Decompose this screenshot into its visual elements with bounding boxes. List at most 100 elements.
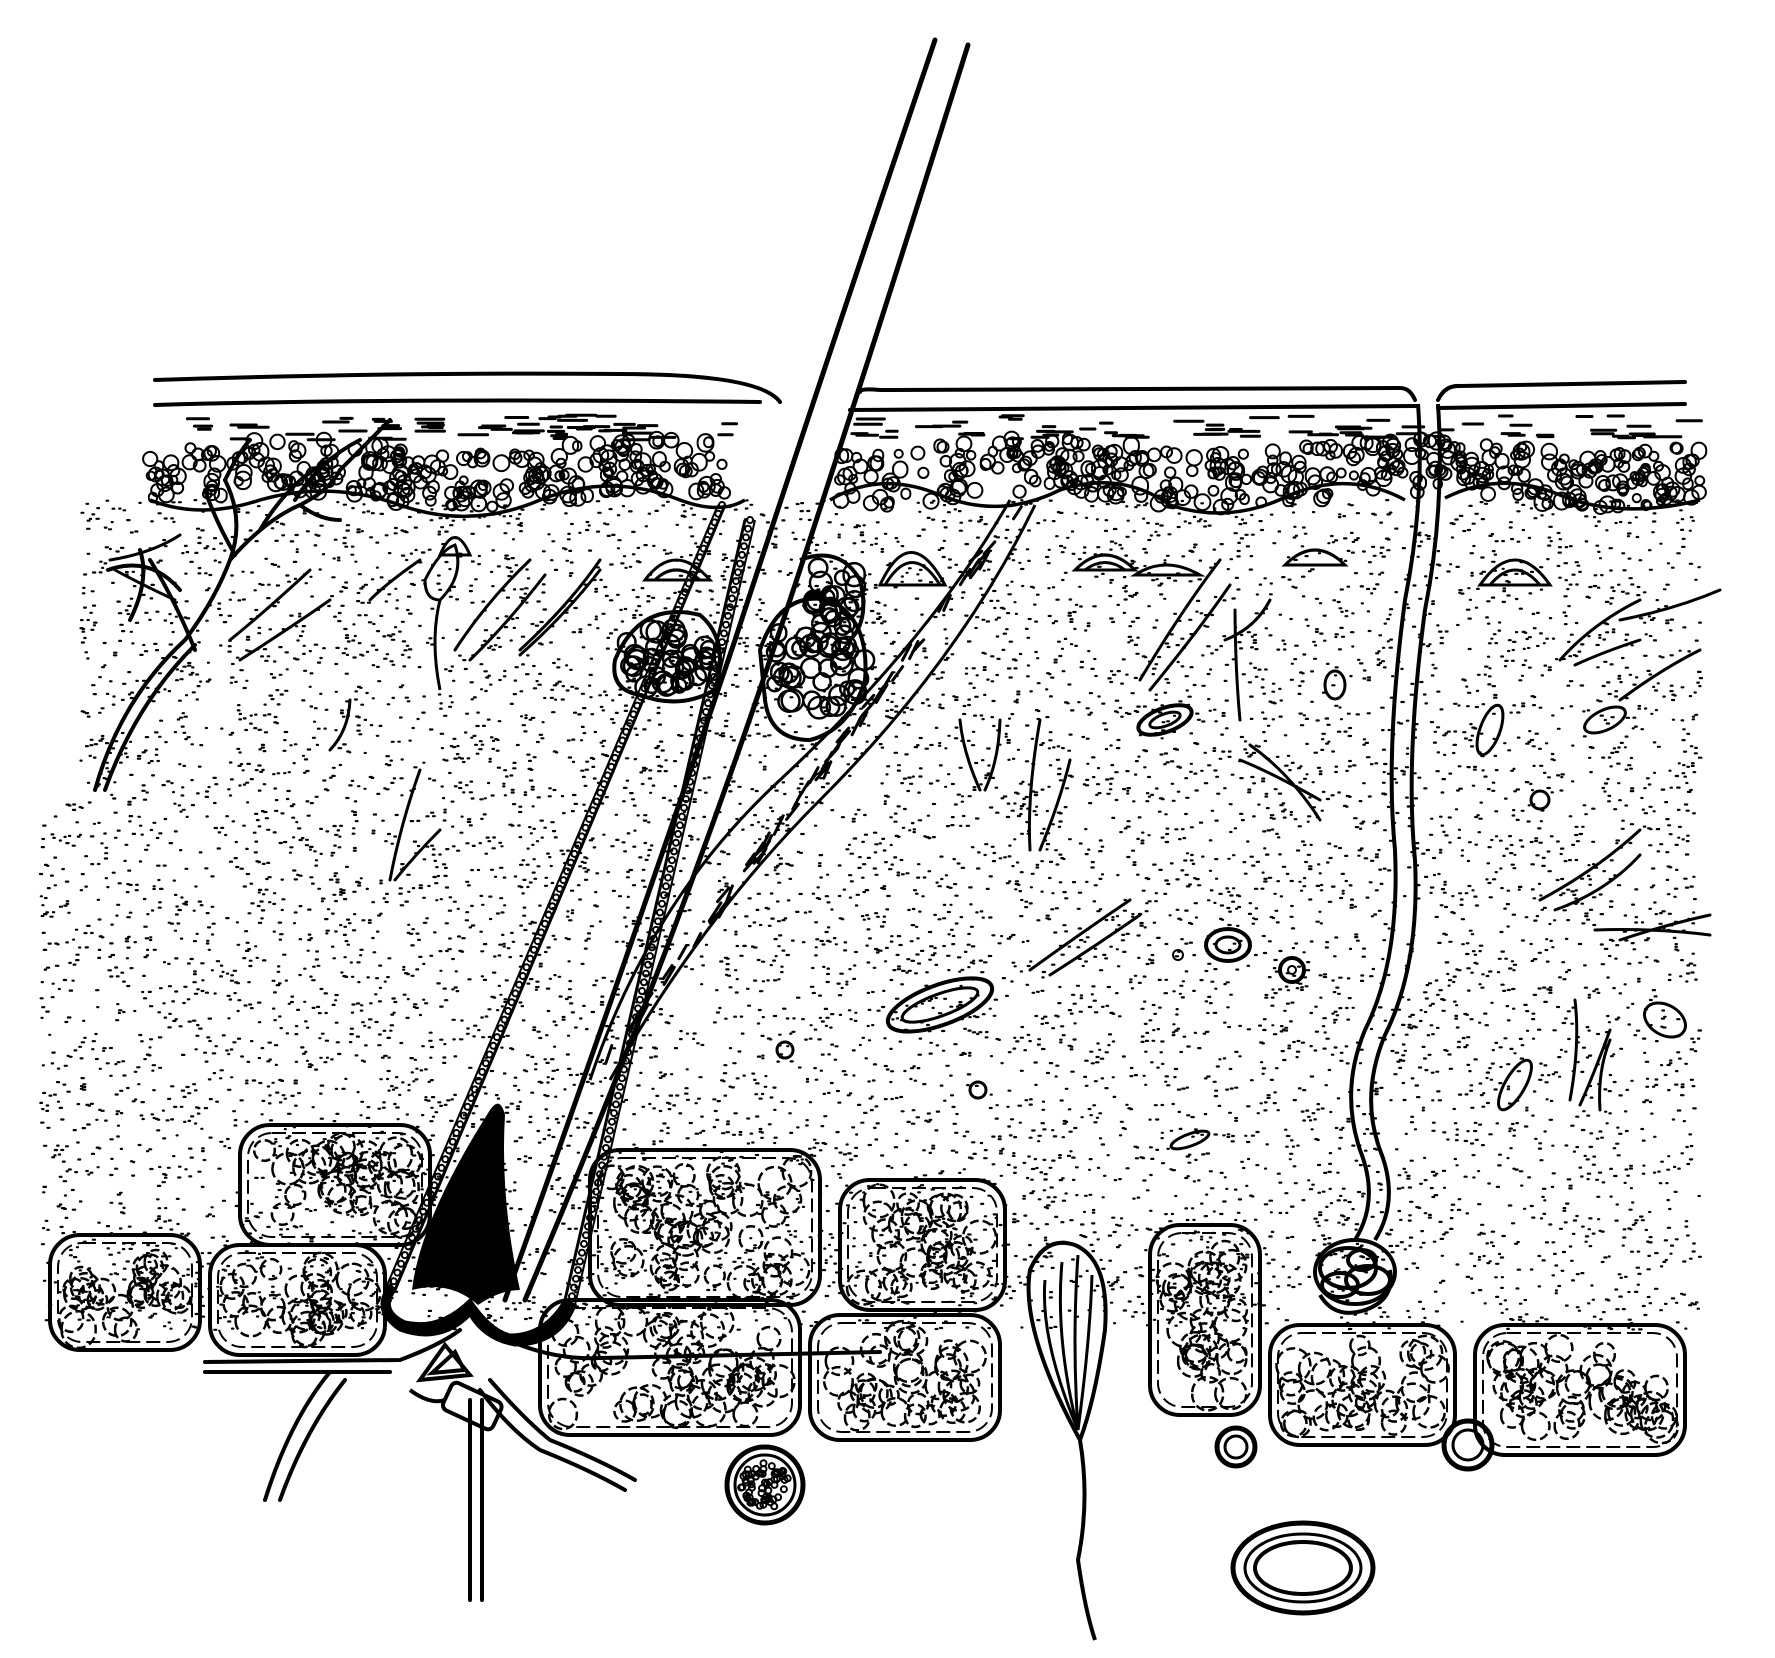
lobule-inner — [247, 1132, 423, 1238]
fat-lobule — [1268, 1323, 1457, 1447]
collagen-fiber — [1538, 828, 1642, 902]
collagen-fiber — [1553, 853, 1642, 912]
fat-lobule — [48, 1233, 202, 1352]
collagen-fiber — [1558, 598, 1642, 662]
collagen-fiber — [1618, 648, 1702, 702]
blood-vessels — [775, 669, 1687, 1151]
fat-lobule — [838, 1178, 1007, 1312]
collagen-fiber — [228, 568, 312, 642]
collagen-fiber — [1598, 1038, 1612, 1112]
stratum-corneum-dashes — [185, 413, 1703, 442]
fat-cells — [548, 1304, 796, 1431]
collagen-fiber — [1618, 913, 1712, 942]
lobule-inner — [597, 1157, 813, 1298]
collagen-fiber — [1578, 1028, 1612, 1107]
collagen-fiber — [1038, 758, 1072, 852]
meissner-corpuscle — [423, 543, 460, 691]
vessel-junction — [408, 1341, 504, 1432]
fat-lobule — [538, 1298, 802, 1437]
epidermis-cells — [142, 430, 1708, 516]
hair-bulb — [380, 1103, 577, 1347]
lobule-outline — [1148, 1223, 1262, 1417]
lobule-inner — [817, 1322, 993, 1433]
fat-cells — [1275, 1334, 1450, 1439]
collagen-fibers — [108, 533, 1722, 1112]
collagen-fiber — [328, 698, 352, 752]
muscle-striation-lines — [604, 505, 1023, 1065]
deep-blood-vessels — [1214, 1418, 1495, 1616]
collagen-fiber — [1028, 898, 1132, 972]
collagen-fiber — [958, 718, 982, 792]
collagen-fiber — [518, 568, 602, 657]
dermal-papillae — [437, 536, 1553, 587]
lobule-inner — [547, 1307, 793, 1428]
collagen-fiber — [1048, 913, 1142, 977]
collagen-fiber — [453, 558, 532, 652]
lobule-outline — [1473, 1323, 1687, 1457]
lobule-inner — [847, 1187, 998, 1303]
lobule-outline — [538, 1298, 802, 1437]
sweat-duct — [1349, 403, 1442, 1242]
fat-lobule — [1473, 1323, 1687, 1457]
lobule-outline — [48, 1233, 202, 1352]
deep-nerve-network — [203, 1328, 882, 1602]
stratum-dash-lines — [185, 413, 1703, 442]
lobule-outline — [838, 1178, 1007, 1312]
collagen-fiber — [388, 768, 422, 882]
sebaceous-lobe-right — [757, 596, 868, 743]
nerve-fascicles — [737, 1459, 792, 1511]
collagen-fiber — [1618, 588, 1722, 622]
lobule-inner — [217, 1252, 378, 1348]
fat-cells — [598, 1154, 813, 1300]
sebaceous-gland — [612, 553, 876, 743]
arrector-pili-striations — [604, 505, 1023, 1065]
fat-lobule — [208, 1243, 387, 1357]
collagen-fiber — [113, 568, 177, 602]
dermis-stipple — [38, 499, 1704, 1331]
epidermis-cell-layer — [142, 430, 1708, 516]
stipple-dots — [38, 499, 1704, 1331]
hair-follicle — [384, 504, 756, 1306]
collagen-fiber — [393, 828, 442, 882]
sebaceous-lobe-top — [799, 553, 866, 642]
fat-cells — [822, 1319, 988, 1432]
collagen-fiber — [518, 558, 602, 652]
nerve-branches — [93, 418, 392, 792]
collagen-fiber — [1138, 558, 1222, 682]
fat-cells — [58, 1248, 193, 1350]
lobule-outline — [1268, 1323, 1457, 1447]
collagen-fiber — [468, 573, 547, 662]
fat-lobules — [48, 1123, 1687, 1457]
collagen-fiber — [1027, 718, 1042, 852]
sebaceous-cells — [616, 557, 876, 720]
follicle-cell-dots — [389, 501, 755, 1301]
lobule-inner — [1157, 1232, 1253, 1408]
basal-membrane — [149, 480, 1701, 519]
collagen-fiber — [368, 558, 422, 602]
collagen-fiber — [983, 718, 1002, 792]
lobule-inner — [57, 1242, 193, 1343]
fat-cells — [845, 1183, 998, 1306]
collagen-fiber — [1248, 743, 1322, 822]
collagen-fiber — [108, 533, 182, 562]
follicle-cells — [389, 501, 755, 1301]
fat-lobule — [1148, 1223, 1262, 1417]
collagen-fiber — [1573, 638, 1642, 667]
collagen-fiber — [1148, 583, 1232, 692]
fat-cells — [252, 1132, 423, 1240]
fat-cells — [219, 1251, 382, 1349]
lobule-inner — [1482, 1332, 1678, 1448]
lobule-inner — [1277, 1332, 1448, 1438]
fat-lobule — [808, 1313, 1002, 1442]
fat-cells — [1486, 1333, 1680, 1445]
collagen-fiber — [1593, 928, 1712, 937]
collagen-fiber — [1238, 758, 1322, 802]
pacinian-corpuscle — [1026, 1240, 1108, 1641]
nerve-bundle — [724, 1444, 806, 1526]
hair-shaft — [502, 37, 971, 1303]
surface-line — [153, 371, 1687, 412]
collagen-fiber — [238, 598, 332, 662]
fat-cells — [1155, 1239, 1249, 1412]
